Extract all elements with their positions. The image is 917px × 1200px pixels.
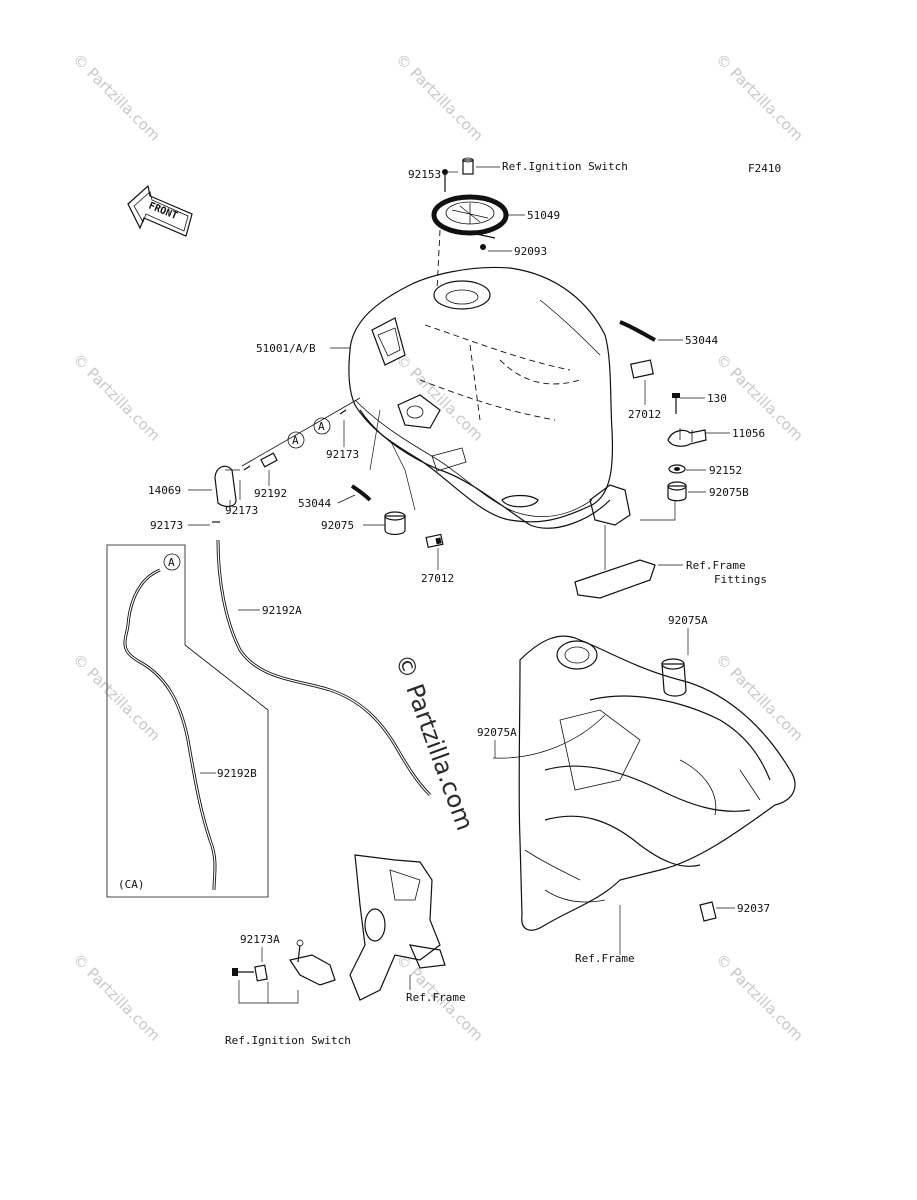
- ignition-bracket-assembly: [232, 854, 446, 1004]
- label-11056: 11056: [732, 427, 765, 440]
- label-14069: 14069: [148, 484, 181, 497]
- callout-A: A: [168, 556, 175, 569]
- watermark: © Partzilla.com: [69, 350, 164, 445]
- watermark: © Partzilla.com: [392, 350, 487, 445]
- label-27012-bottom: 27012: [421, 572, 454, 585]
- watermarks: © Partzilla.com © Partzilla.com © Partzi…: [69, 50, 807, 1045]
- front-label: FRONT: [147, 201, 179, 222]
- label-ref-frame-left: Ref.Frame: [406, 991, 466, 1004]
- label-92173-left: 92173: [150, 519, 183, 532]
- callout-A: A: [292, 434, 299, 447]
- watermark: © Partzilla.com: [69, 650, 164, 745]
- callout-A: A: [318, 420, 325, 433]
- tank-label: [431, 447, 467, 472]
- label-ref-frame-fittings-1: Ref.Frame: [686, 559, 746, 572]
- steering-head: [556, 640, 598, 670]
- washer-92152: [668, 464, 686, 474]
- bushing-ignition: [462, 159, 474, 175]
- pad-53044: [619, 320, 656, 342]
- tank-rear-bracket: [589, 484, 631, 526]
- damper-92075: [384, 515, 406, 536]
- tank-mount-bracket: [371, 317, 406, 366]
- right-bracket-parts: [574, 393, 707, 599]
- label-92075B: 92075B: [709, 486, 749, 499]
- watermark: © Partzilla.com: [392, 50, 487, 145]
- filler-neck: [433, 280, 491, 310]
- label-53044-low: 53044: [298, 497, 331, 510]
- label-27012-low: [425, 533, 444, 549]
- label-92192: 92192: [254, 487, 287, 500]
- label-ref-ignition-top: Ref.Ignition Switch: [502, 160, 628, 173]
- label-92173A: 92173A: [240, 933, 280, 946]
- label-53044-top: 53044: [685, 334, 718, 347]
- inset-ca: (CA): [106, 544, 269, 898]
- watermark: © Partzilla.com: [712, 50, 807, 145]
- label-92093: 92093: [514, 245, 547, 258]
- label-92192A: 92192A: [262, 604, 302, 617]
- label-130: 130: [707, 392, 727, 405]
- damper-92075A-top: [661, 663, 687, 697]
- front-arrow-icon: FRONT: [127, 184, 193, 237]
- label-92037: 92037: [737, 902, 770, 915]
- label-92075A-mid: 92075A: [477, 726, 517, 739]
- clamp-92173: [243, 465, 251, 471]
- watermark: © Partzilla.com: [712, 650, 807, 745]
- joint-14069: [214, 465, 237, 507]
- collar-92037: [699, 901, 717, 922]
- label-92173-low: 92173: [225, 504, 258, 517]
- watermark: © Partzilla.com: [712, 950, 807, 1045]
- label-92173-mid: 92173: [326, 448, 359, 461]
- label-ref-ignition-bottom: Ref.Ignition Switch: [225, 1034, 351, 1047]
- bracket-11056: [667, 429, 707, 447]
- nut-92093: [480, 244, 486, 250]
- clamp-92173A: [254, 964, 268, 982]
- label-27012: [630, 359, 654, 379]
- label-92192B: 92192B: [217, 767, 257, 780]
- tank-lower-bracket: [397, 394, 441, 429]
- label-92152: 92152: [709, 464, 742, 477]
- pad-53044-low: [350, 484, 372, 502]
- ignition-switch-bracket: [289, 954, 336, 986]
- part-labels: 92153 Ref.Ignition Switch 51049 92093 51…: [148, 160, 770, 1047]
- label-ref-frame-right: Ref.Frame: [575, 952, 635, 965]
- watermark-center: © Partzilla.com: [389, 650, 479, 834]
- label-92075A-top: 92075A: [668, 614, 708, 627]
- fuel-tank-51001: [348, 266, 656, 529]
- damper-92075B: [667, 485, 687, 502]
- label-92153: 92153: [408, 168, 441, 181]
- callouts: A A A: [163, 417, 331, 571]
- pipe-92192: [260, 452, 278, 468]
- motorcycle-frame: [518, 635, 796, 955]
- frame-fitting: [574, 559, 656, 599]
- label-ref-frame-fittings-2: Fittings: [714, 573, 767, 586]
- label-92075: 92075: [321, 519, 354, 532]
- label-27012-right: 27012: [628, 408, 661, 421]
- inset-label: (CA): [118, 878, 145, 891]
- diagram-code: F2410: [748, 162, 781, 175]
- label-51049: 51049: [527, 209, 560, 222]
- watermark: © Partzilla.com: [69, 950, 164, 1045]
- fuel-cap-assembly: [431, 157, 509, 291]
- leader-lines: [188, 166, 735, 990]
- label-51001: 51001/A/B: [256, 342, 316, 355]
- watermark: © Partzilla.com: [69, 50, 164, 145]
- hose-fittings: [212, 397, 444, 797]
